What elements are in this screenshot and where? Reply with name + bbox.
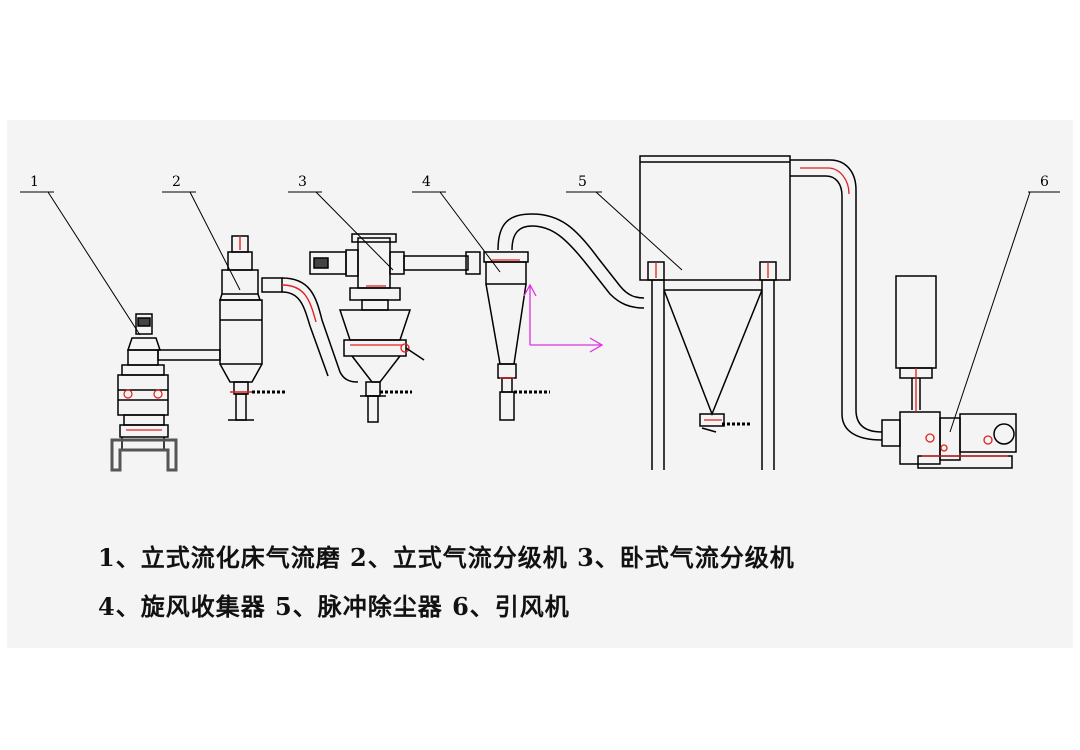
classifier3-discharge [380,347,425,394]
callout-4: 4 [412,174,501,273]
legend-line-1: 1、立式流化床气流磨 2、立式气流分级机 3、卧式气流分级机 [98,543,795,572]
cyclone-collector [483,213,645,421]
callout-label-6: 6 [1040,174,1049,190]
callout-label-3: 3 [298,174,307,190]
classifier3-red-markers [350,285,410,353]
legend-line-2: 4、旋风收集器 5、脉冲除尘器 6、引风机 [98,592,570,621]
callout-label-1: 1 [30,174,39,190]
callout-label-5: 5 [578,174,587,190]
callout-label-4: 4 [422,174,431,190]
cyclone-red-markers [492,259,520,379]
classifier2-red-markers [230,236,317,393]
fluidized-bed-jet-mill [110,313,221,472]
collector-discharge [701,422,752,433]
callout-1: 1 [20,174,141,336]
horizontal-air-classifier [309,233,481,423]
callout-6: 6 [949,174,1060,433]
flow-direction-arrows [523,283,604,353]
vertical-air-classifier [218,235,359,421]
mill-red-markers [123,389,163,431]
induced-draft-fan [881,275,1017,469]
callout-2: 2 [162,174,241,291]
pulse-dust-collector [639,155,883,470]
collector-red-markers [655,167,850,421]
fan-red-markers [915,368,1008,457]
callout-label-2: 2 [172,174,181,190]
callout-5: 5 [566,174,683,271]
callout-3: 3 [288,174,394,271]
diagram-panel [7,120,1073,648]
